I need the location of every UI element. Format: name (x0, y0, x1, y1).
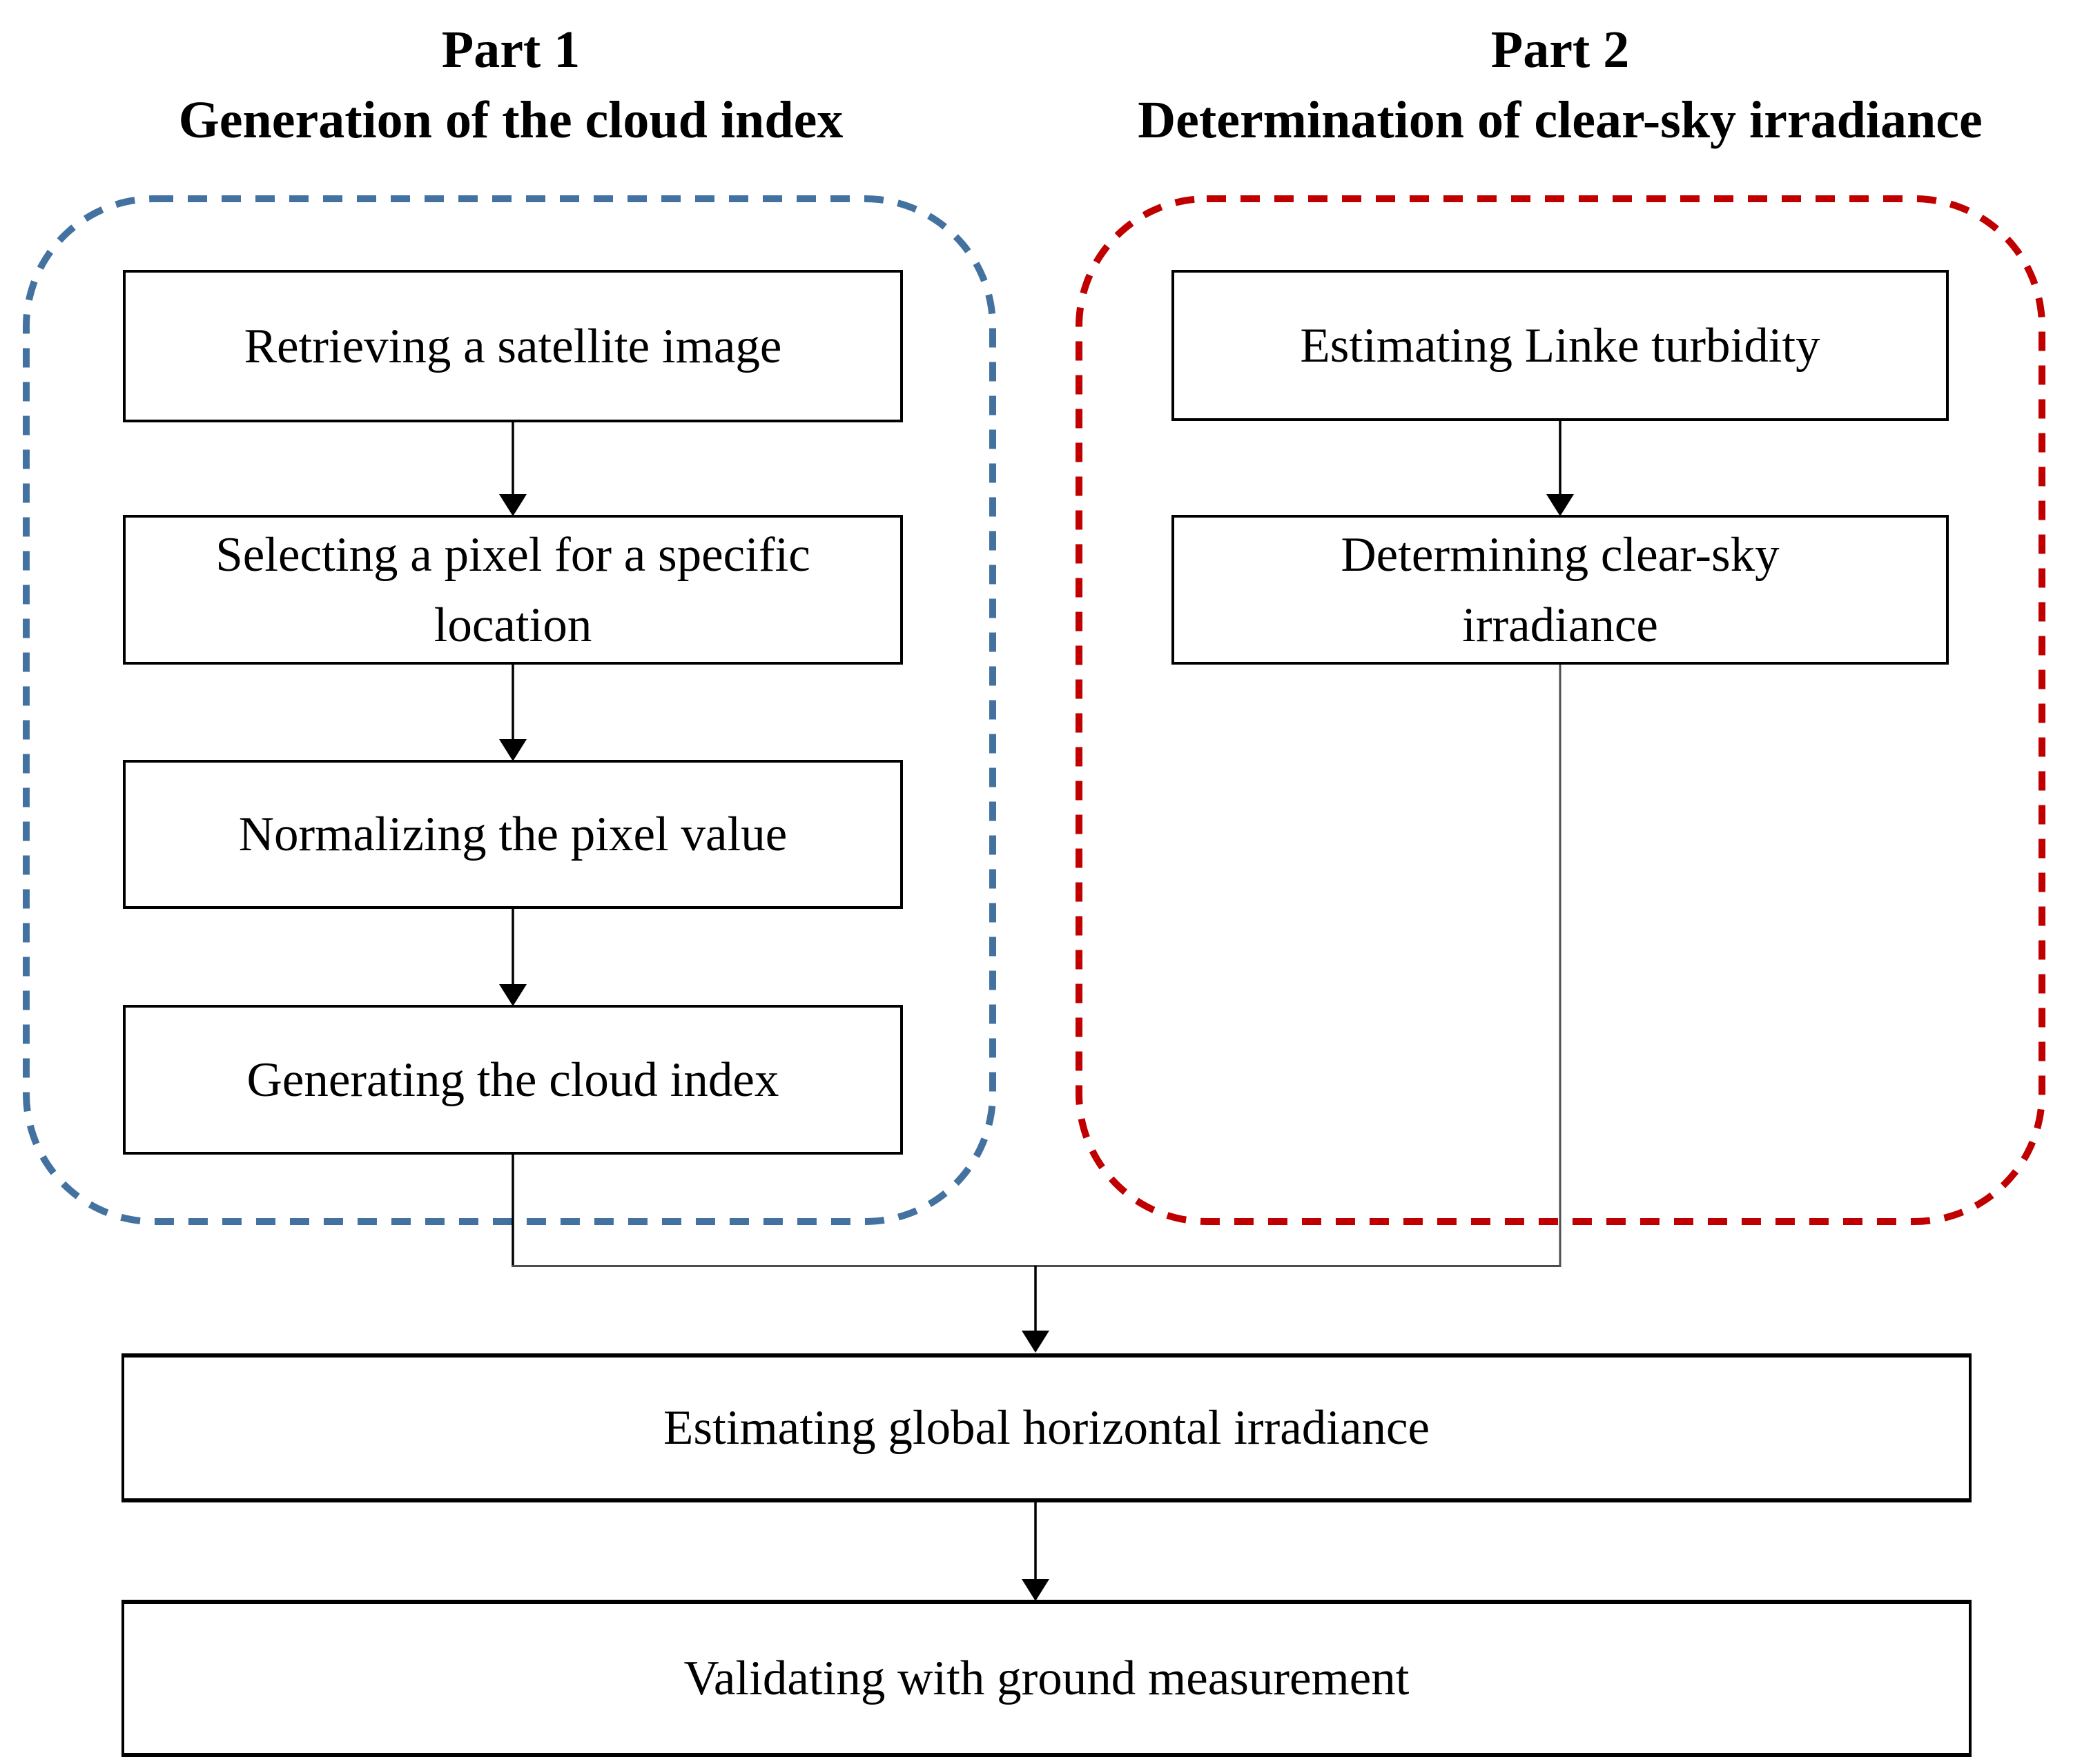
part2-title: Part 2 Determination of clear-sky irradi… (1063, 14, 2057, 155)
arrowhead-p1-1 (499, 494, 527, 516)
part1-title-line1: Part 1 (441, 21, 581, 79)
step-label-line: Estimating Linke turbidity (1300, 318, 1820, 373)
step-label-line: Generating the cloud index (246, 1052, 779, 1107)
part1-title-line2: Generation of the cloud index (178, 91, 844, 149)
step-box-validating-ground-measurement: Validating with ground measurement (121, 1600, 1972, 1757)
arrowhead-merge (1022, 1331, 1049, 1353)
step-box-selecting-pixel: Selecting a pixel for a specific locatio… (123, 515, 903, 665)
step-label-line: location (434, 598, 592, 652)
part1-title: Part 1 Generation of the cloud index (0, 14, 1022, 155)
arrowhead-p2-1 (1546, 494, 1574, 516)
step-box-retrieving-satellite-image: Retrieving a satellite image (123, 270, 903, 422)
part2-title-line2: Determination of clear-sky irradiance (1138, 91, 1983, 149)
step-label-line: irradiance (1462, 598, 1658, 652)
step-box-generating-cloud-index: Generating the cloud index (123, 1005, 903, 1155)
arrowhead-p1-2 (499, 739, 527, 761)
step-label-line: Determining clear-sky (1341, 527, 1780, 582)
step-label-line: Normalizing the pixel value (238, 807, 788, 861)
step-label-line: Retrieving a satellite image (244, 319, 782, 373)
arrowhead-p1-3 (499, 984, 527, 1006)
step-label-line: Validating with ground measurement (683, 1652, 1410, 1705)
step-box-determining-clear-sky-irradiance: Determining clear-sky irradiance (1171, 515, 1949, 665)
step-box-estimating-global-horizontal-irradiance: Estimating global horizontal irradiance (121, 1353, 1972, 1502)
arrowhead-final (1022, 1579, 1049, 1601)
part2-dashed-border (1076, 195, 2045, 1225)
step-box-estimating-linke-turbidity: Estimating Linke turbidity (1171, 270, 1949, 421)
part1-dashed-border (23, 195, 996, 1225)
part2-title-line1: Part 2 (1490, 21, 1630, 79)
step-box-normalizing-pixel-value: Normalizing the pixel value (123, 760, 903, 909)
step-label-line: Selecting a pixel for a specific (215, 527, 810, 582)
step-label-line: Estimating global horizontal irradiance (663, 1401, 1430, 1455)
